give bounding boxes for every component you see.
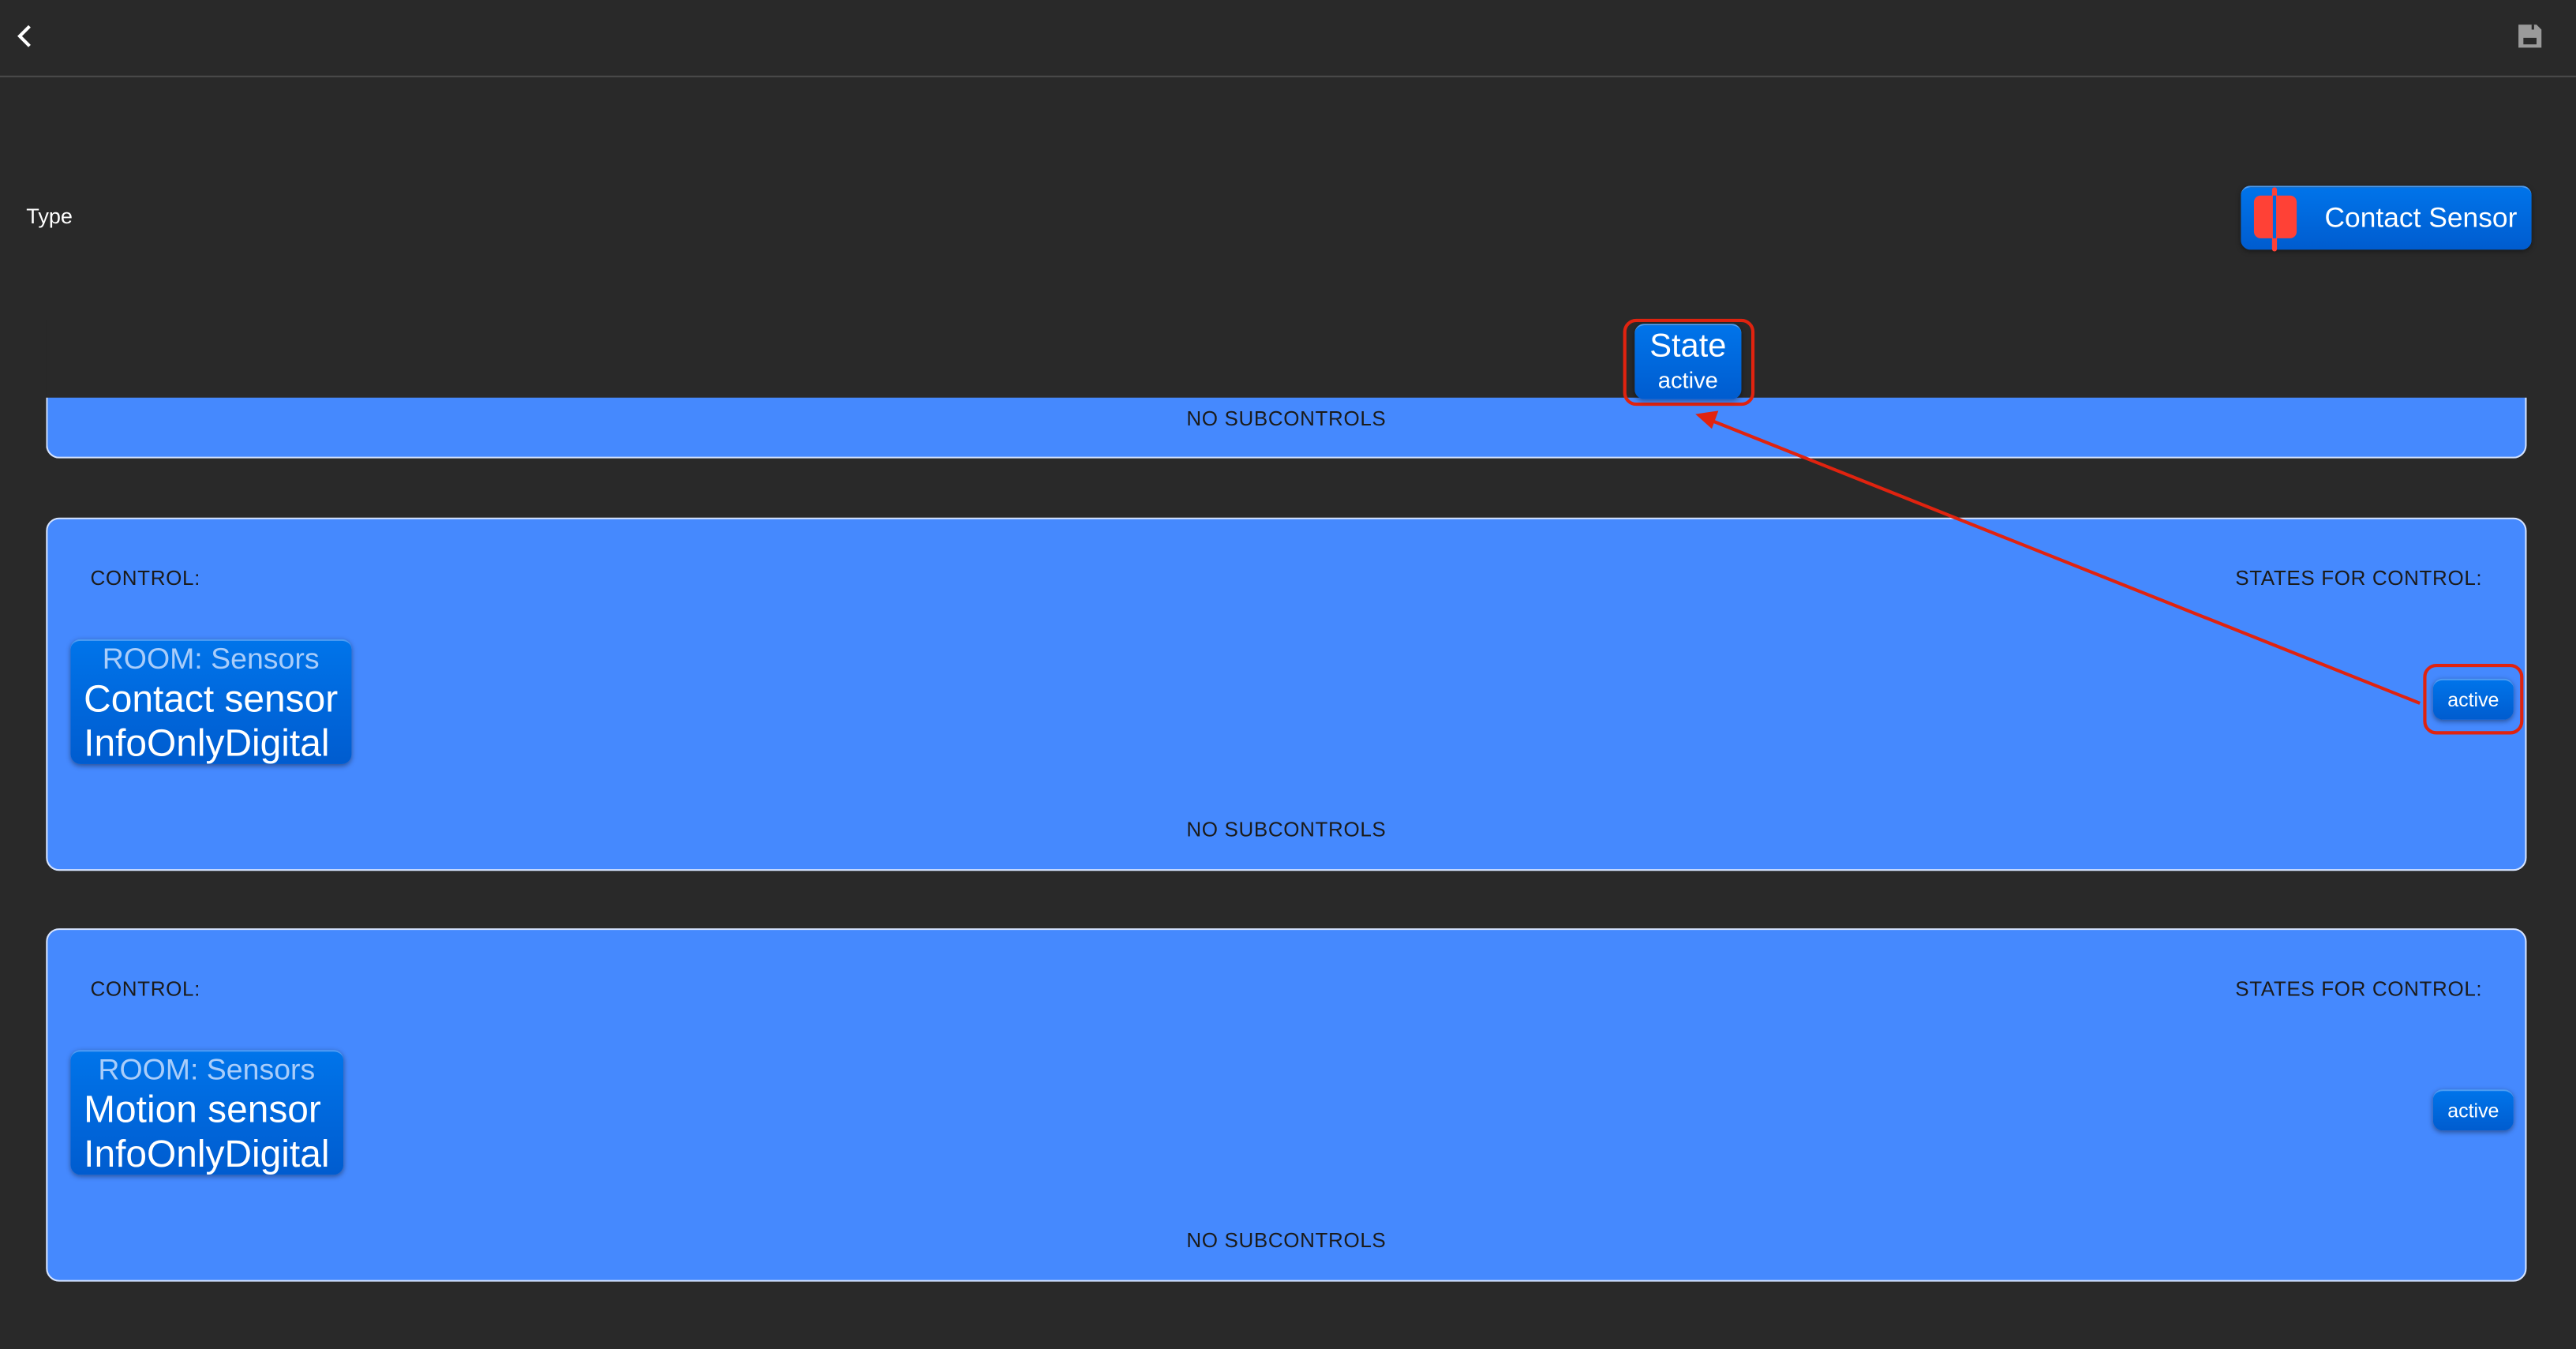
room-label: ROOM: Sensors (102, 642, 320, 676)
annotation-highlight (2423, 663, 2524, 735)
control-button[interactable]: ROOM: Sensors Motion sensor InfoOnlyDigi… (70, 1050, 343, 1175)
control-type: InfoOnlyDigital (84, 1132, 330, 1175)
type-label: Type (26, 204, 73, 229)
state-title: State (1649, 328, 1727, 365)
back-chevron-icon[interactable] (15, 23, 35, 49)
control-name: Motion sensor (84, 1088, 321, 1131)
no-subcontrols-label: NO SUBCONTROLS (1186, 818, 1387, 841)
scroll-overlap (46, 320, 2527, 398)
top-bar (0, 0, 2576, 77)
control-label: CONTROL: (90, 567, 200, 590)
state-chip[interactable]: active (2432, 678, 2514, 720)
type-select-button[interactable]: Contact Sensor (2241, 185, 2532, 252)
save-icon[interactable] (2517, 23, 2543, 49)
contact-sensor-icon (2253, 187, 2297, 252)
arrow-head-icon (1695, 410, 1719, 429)
control-name: Contact sensor (84, 676, 339, 720)
annotation-highlight (1623, 318, 1755, 407)
no-subcontrols-label: NO SUBCONTROLS (1186, 407, 1387, 431)
control-card: CONTROL: STATES FOR CONTROL: ROOM: Senso… (46, 928, 2527, 1282)
type-value: Contact Sensor (2324, 202, 2518, 234)
no-subcontrols-label: NO SUBCONTROLS (1186, 1229, 1387, 1253)
states-label: STATES FOR CONTROL: (2235, 977, 2483, 1001)
control-button[interactable]: ROOM: Sensors Contact sensor InfoOnlyDig… (70, 639, 351, 764)
control-label: CONTROL: (90, 977, 200, 1001)
control-card: CONTROL: STATES FOR CONTROL: ROOM: Senso… (46, 517, 2527, 871)
control-type: InfoOnlyDigital (84, 721, 330, 764)
states-label: STATES FOR CONTROL: (2235, 567, 2483, 590)
state-button[interactable]: State active (1634, 324, 1742, 399)
state-value: active (1657, 366, 1718, 393)
room-label: ROOM: Sensors (98, 1053, 316, 1086)
state-chip[interactable]: active (2432, 1089, 2514, 1131)
